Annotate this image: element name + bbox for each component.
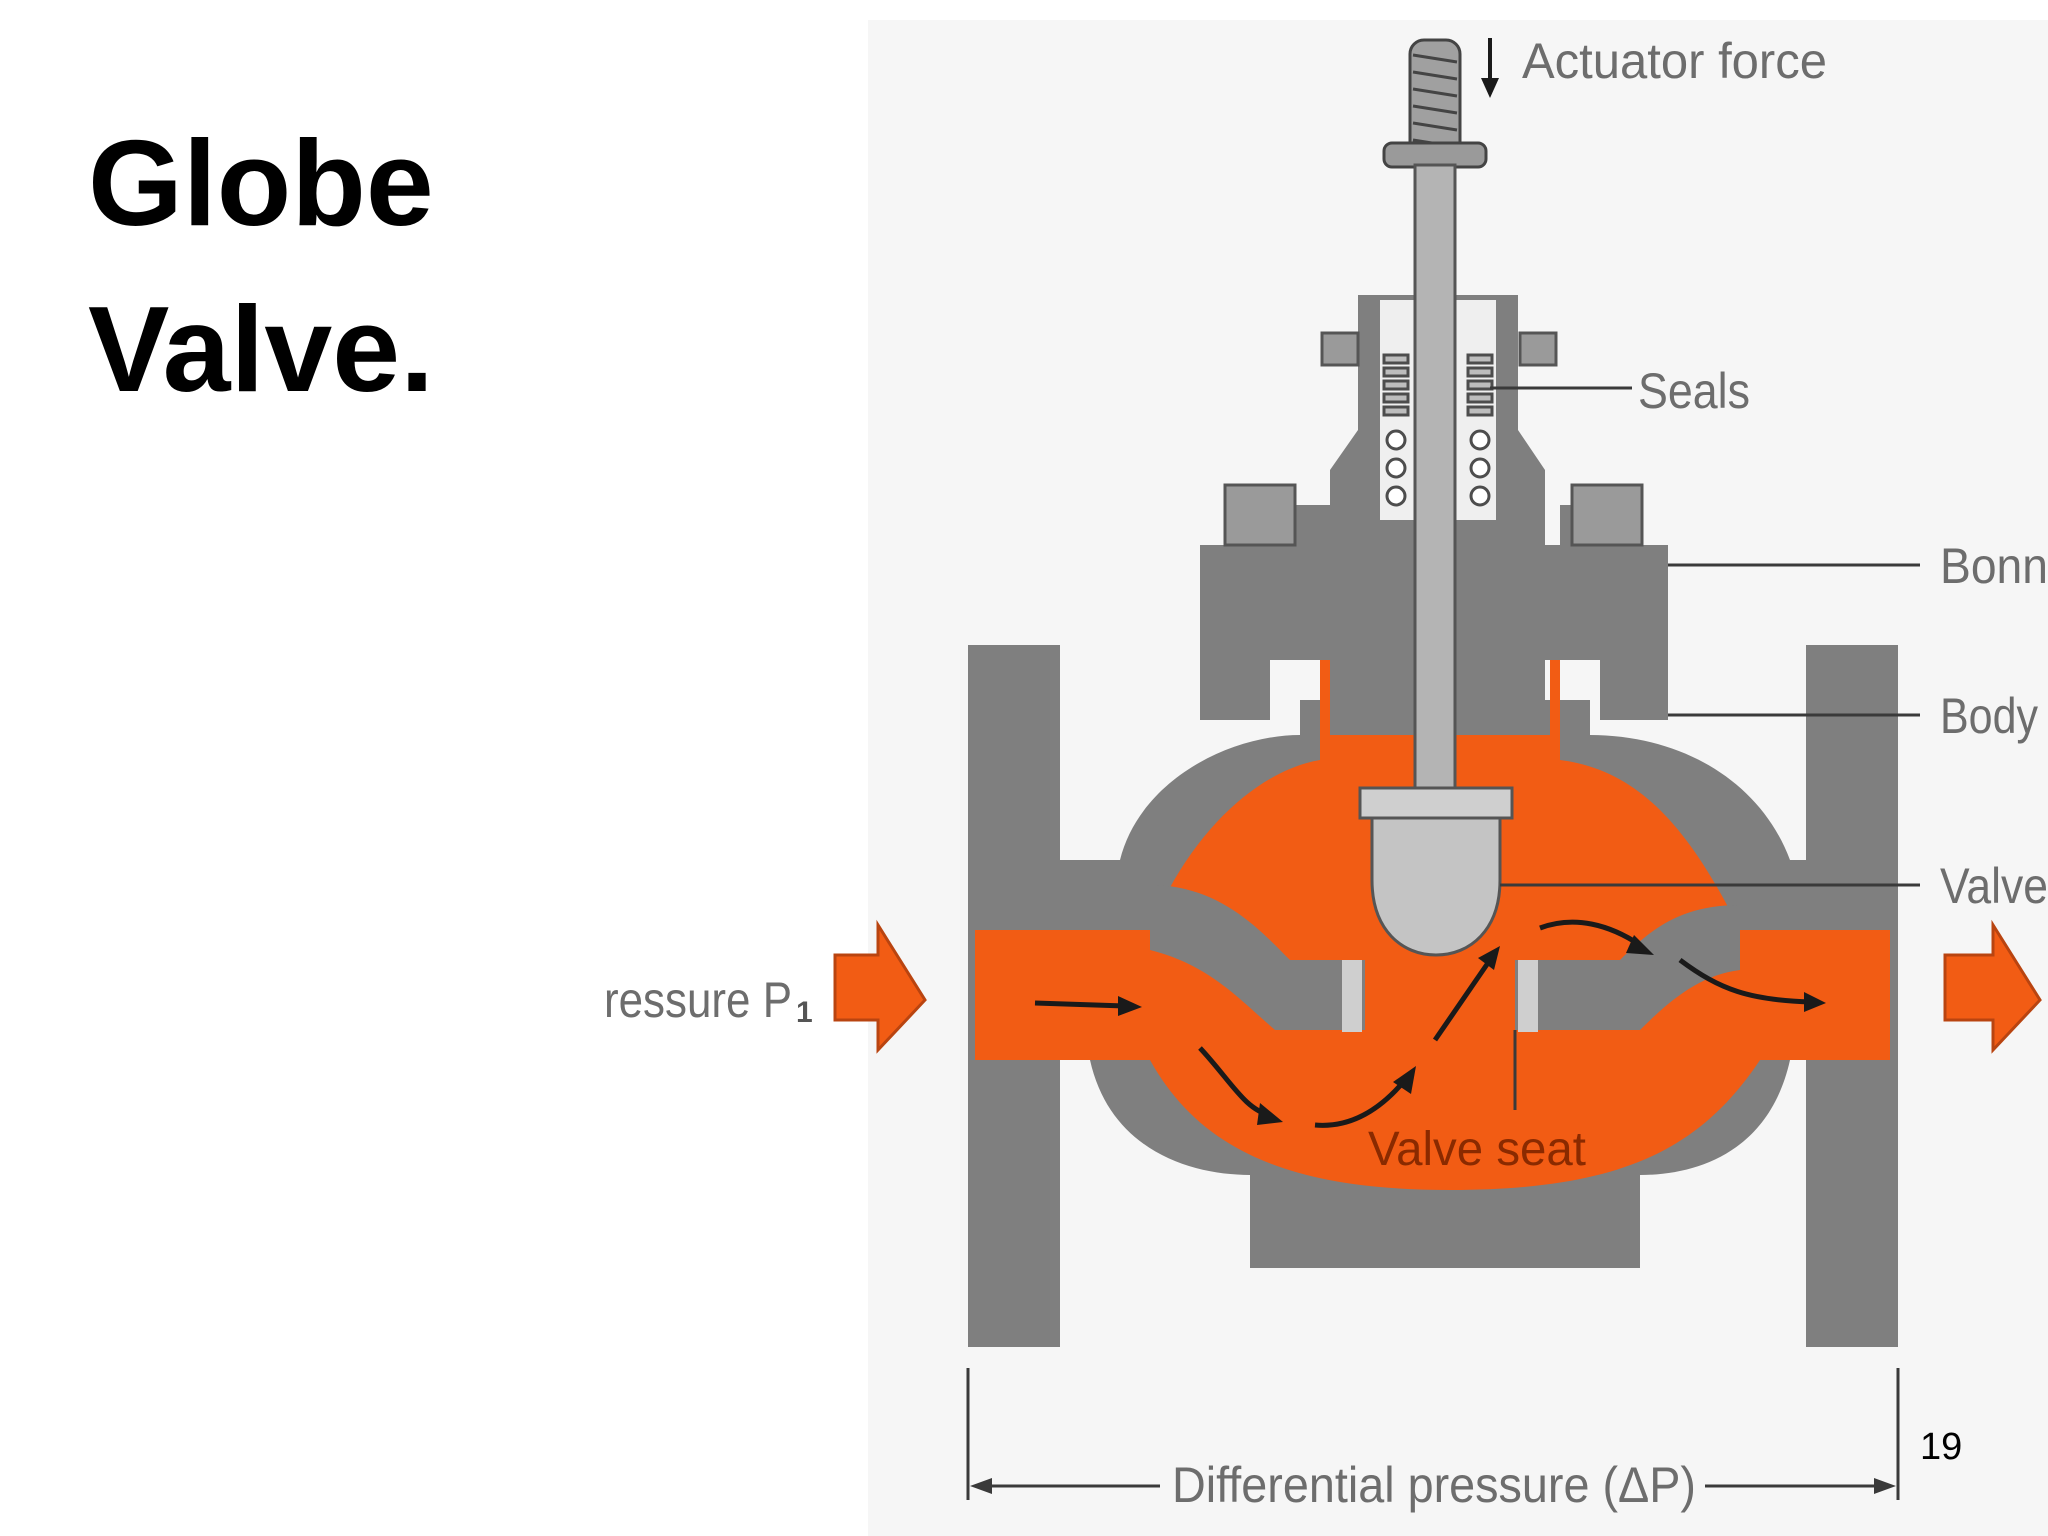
valve-plug-label: Valve	[1940, 858, 2048, 914]
inlet-pressure-label: ressure P	[604, 972, 792, 1028]
valve-stem	[1382, 38, 1488, 792]
gland-bolt-right	[1518, 331, 1558, 367]
slide-title: Globe Valve.	[88, 100, 434, 432]
left-seat-bridge	[1150, 885, 1365, 1030]
bonnet-label: Bonn	[1940, 538, 2048, 594]
stem-rod	[1413, 163, 1457, 792]
seat-ring-left	[1342, 960, 1362, 1032]
stem-nut	[1382, 141, 1488, 169]
inlet-pressure-subscript: 1	[796, 996, 813, 1029]
actuator-force-label: Actuator force	[1522, 33, 1827, 89]
inlet-flow-arrow	[833, 919, 927, 1054]
leader-lines	[1490, 386, 1920, 1110]
valve-seat-label: Valve seat	[1368, 1123, 1586, 1176]
seat-ring-right	[1518, 960, 1538, 1032]
seat-bridges	[1150, 885, 1740, 1032]
slide-title-line-1: Globe	[88, 115, 434, 251]
flow-arrowheads	[1118, 935, 1826, 1125]
slide-number: 19	[1920, 1426, 1963, 1468]
gland-bolt-left	[1320, 331, 1360, 367]
body-label: Body	[1940, 688, 2038, 744]
flow-arrows	[1034, 919, 1811, 1128]
slide-title-line-2: Valve.	[88, 281, 434, 417]
bonnet-bolt-left	[1223, 483, 1297, 547]
bonnet-bolt-right	[1570, 483, 1644, 547]
differential-pressure-label: Differential pressure (ΔP)	[1172, 1457, 1696, 1513]
actuator-force-arrow	[1481, 38, 1499, 98]
seals-label: Seals	[1638, 363, 1750, 419]
packing-seals	[1382, 353, 1494, 507]
differential-pressure-dimension	[966, 1368, 1900, 1500]
outlet-flow-arrow	[1943, 919, 2042, 1054]
right-seat-bridge	[1515, 905, 1740, 1030]
valve-plug	[1358, 786, 1514, 957]
